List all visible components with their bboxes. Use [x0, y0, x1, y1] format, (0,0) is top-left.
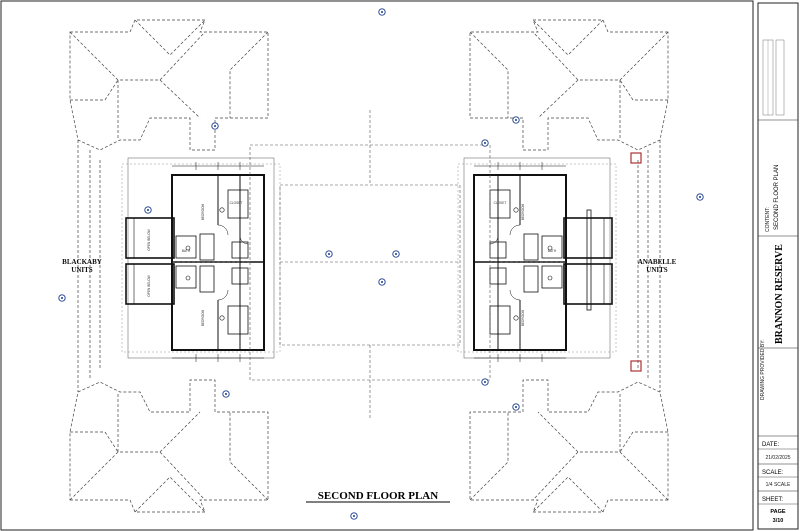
window-strip — [586, 209, 592, 311]
scale-label: SCALE: — [762, 470, 784, 476]
chimney — [630, 360, 642, 372]
room-label-bath: BATH — [548, 249, 557, 253]
room-label-open-below: OPEN BELOW — [147, 275, 151, 296]
room-label-open-below: OPEN BELOW — [147, 229, 151, 250]
right-wing-label: ANABELLE — [638, 258, 677, 266]
date-value: 21/02/2025 — [765, 455, 790, 461]
date-label: DATE: — [762, 442, 780, 448]
page-value: 3/10 — [773, 518, 784, 524]
sheet-label: SHEET: — [762, 497, 783, 503]
room-label-bath: BATH — [182, 249, 191, 253]
drawn-by-label: DRAWING PROVIDED BY: — [760, 339, 766, 400]
right-wing — [457, 19, 669, 513]
left-wing — [69, 19, 281, 513]
page-label: PAGE — [770, 509, 786, 515]
sheet-title: SECOND FLOOR PLAN — [774, 165, 780, 230]
left-wing-label-2: UNITS — [71, 266, 93, 274]
room-label-bedroom: BEDROOM — [201, 309, 205, 326]
sheet-border — [0, 0, 754, 531]
chimney — [630, 152, 642, 164]
left-wing-label: BLACKABY — [62, 258, 102, 266]
drawing-title: SECOND FLOOR PLAN — [318, 490, 438, 502]
central-corridor — [172, 110, 566, 420]
room-label-bedroom: BEDROOM — [521, 309, 525, 326]
room-label-bedroom: BEDROOM — [201, 203, 205, 220]
project-name: BRANNON RESERVE — [774, 244, 785, 344]
content-label: CONTENT: — [765, 207, 771, 232]
room-label-bedroom: BEDROOM — [521, 203, 525, 220]
right-wing-label-2: UNITS — [646, 266, 668, 274]
room-label-closet: CLOSET — [494, 201, 507, 205]
title-block: CONTENT: SECOND FLOOR PLAN BRANNON RESER… — [757, 2, 799, 530]
scale-value: 1/4 SCALE — [766, 482, 791, 488]
room-label-closet: CLOSET — [230, 201, 243, 205]
